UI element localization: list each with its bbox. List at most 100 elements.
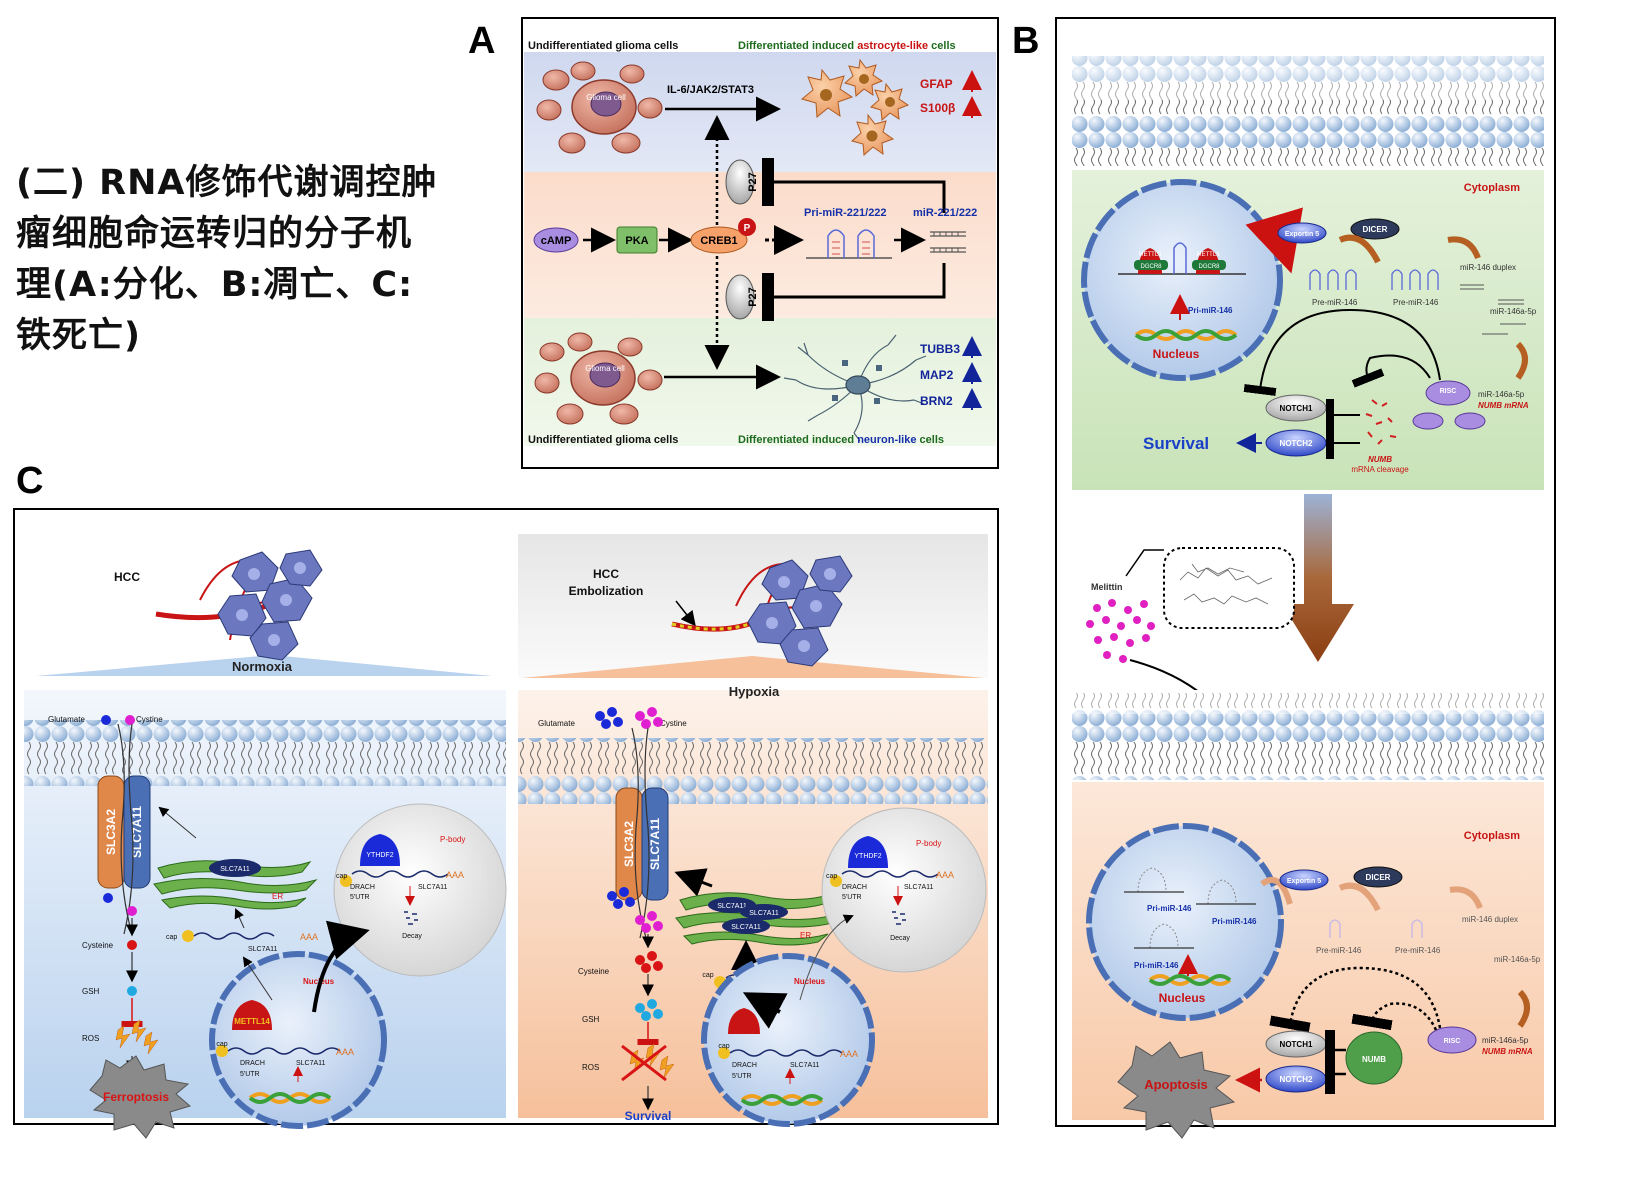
- dgcr8-left: [1134, 260, 1168, 270]
- cytoplasm-label-bottom: Cytoplasm: [1464, 830, 1520, 842]
- panel-a-letter: A: [468, 20, 496, 62]
- p27-bottom-oval: [725, 274, 755, 320]
- pka-node: [616, 226, 658, 254]
- pri-mir-hairpin-top: [1173, 242, 1187, 274]
- pka-label: PKA: [625, 235, 648, 247]
- aaa-pbody-right: AAA: [936, 870, 954, 880]
- mrna-pbody-right: [841, 870, 939, 878]
- survival-label-b: Survival: [1143, 434, 1209, 453]
- cap-label-nuc-left: cap: [216, 1041, 227, 1048]
- numb-cleavage-label-2: mRNA cleavage: [1351, 465, 1409, 474]
- slc3a2-label-right: SLC3A2: [622, 821, 636, 867]
- mature-mir-graphic: [930, 231, 966, 253]
- p-body-label-left: P-body: [440, 835, 465, 844]
- hypoxia-top-bg: [518, 534, 988, 678]
- cap-label-pbody-right: cap: [826, 873, 837, 880]
- cysteine-label-left: Cysteine: [82, 941, 114, 950]
- panel-b: Cytoplasm DGCR8 METTL3 DGCR8 METTL3 Pri-…: [1055, 17, 1556, 1139]
- slc7a11-mrna-label-cyto-left: SLC7A11: [248, 946, 278, 953]
- drach-label-nuc-left: DRACH: [240, 1060, 265, 1067]
- dgcr8-left-label: DGCR8: [1140, 264, 1162, 270]
- map2-label: MAP2: [920, 368, 954, 382]
- camp-label: cAMP: [541, 235, 572, 247]
- ythdf2-left: [360, 834, 400, 866]
- numb-mrna-label-bottom: NUMB mRNA: [1482, 1047, 1533, 1056]
- bottom-undiff-label: Undifferentiated glioma cells: [528, 434, 678, 446]
- risc-oval-top: [1425, 380, 1471, 406]
- pri-mir-label-bottom-2: Pri-miR-146: [1212, 917, 1257, 926]
- risc-load-arrow-top: [1515, 341, 1528, 380]
- slc7a11-mrna-label-pbody-right: SLC7A11: [904, 884, 934, 891]
- mrna-cyto-left: [193, 932, 275, 940]
- heading-line-2: 瘤细胞命运转归的分子机: [16, 214, 413, 254]
- embolization-pointer: [675, 600, 696, 627]
- glutamate-dots-out-right: [595, 707, 623, 729]
- tubb3-label: TUBB3: [920, 342, 960, 356]
- slc7a11-mrna-label-nuc-right: SLC7A11: [790, 1062, 820, 1069]
- dna-helix-c-left-b: [248, 1092, 332, 1104]
- slc7a11-er-label-left: SLC7A11: [220, 866, 250, 873]
- pre-mir-label-bottom-1: Pre-miR-146: [1316, 946, 1362, 955]
- aaa-nuc-right: AAA: [840, 1049, 858, 1059]
- decay-fragments-left: [404, 911, 418, 925]
- panel-b-top-membrane-outer: [1072, 56, 1544, 100]
- p27-top-label: P27: [747, 172, 759, 192]
- nucleus-bottom: [1086, 823, 1284, 1021]
- il6-pathway-label: IL-6/JAK2/STAT3: [667, 84, 754, 96]
- p27-top-oval: [725, 159, 755, 205]
- transport-path-right-a: [631, 727, 647, 939]
- risc-load-arrow-bottom: [1517, 989, 1530, 1028]
- pre-mir-label-bottom-2: Pre-miR-146: [1395, 946, 1441, 955]
- panel-b-letter: B: [1012, 20, 1040, 62]
- pri-mir-label: Pri-miR-221/222: [804, 207, 887, 219]
- panel-a: Undifferentiated glioma cells Differenti…: [521, 17, 999, 469]
- nucleus-c-right: [701, 953, 875, 1127]
- glioma-cell-cluster-top: Glioma cell: [536, 61, 663, 154]
- utr-label-pbody-left: 5'UTR: [350, 894, 370, 901]
- gfap-label: GFAP: [920, 77, 953, 91]
- nucleus-top: [1081, 179, 1283, 381]
- gsh-dot-left: [127, 986, 137, 996]
- phospho-label: P: [744, 223, 751, 234]
- decay-fragments-right: [892, 911, 906, 925]
- duplex-label-bottom: miR-146 duplex: [1462, 915, 1518, 924]
- nucleus-c-left: [209, 951, 387, 1129]
- er-to-membrane-arrow-right: [674, 868, 713, 897]
- risc-inhibit-numb-arc: [1351, 354, 1431, 388]
- neuron-graphic: [783, 334, 927, 442]
- drach-label-nuc-right: DRACH: [732, 1062, 757, 1069]
- hcc-emb-label-2: Embolization: [569, 584, 644, 598]
- notch2-label-bottom: NOTCH2: [1280, 1075, 1313, 1084]
- p27-bottom-label: P27: [747, 287, 759, 307]
- dna-helix-c-right-b: [740, 1094, 824, 1106]
- er-to-membrane-arrow-left: [158, 806, 197, 839]
- glutamate-dots-in-right: [607, 887, 635, 909]
- mettl3-left-label: METTL3: [1138, 252, 1162, 258]
- numb-protein: [1345, 1031, 1403, 1085]
- mir-inhibit-p27-top: [762, 158, 946, 213]
- ythdf2-label-left: YTHDF2: [366, 852, 393, 859]
- cystine-dot-in-left: [127, 906, 137, 916]
- cystine-dot-out-left: [125, 715, 135, 725]
- slc7a11-mrna-label-nuc-left: SLC7A11: [296, 1060, 326, 1067]
- duplex-graphic-top: [1460, 284, 1524, 305]
- s100b-label: S100β: [920, 101, 955, 115]
- mir5p-label-top-1: miR-146a-5p: [1490, 307, 1537, 316]
- cysteine-dots-right: [635, 951, 663, 973]
- dna-helix-top-b: [1134, 329, 1238, 341]
- mir5p-label-bottom-1: miR-146a-5p: [1494, 955, 1541, 964]
- ythdf2-right: [848, 836, 888, 868]
- er-label-right: ER: [800, 931, 811, 940]
- dicer-arrow-top: [1338, 234, 1381, 264]
- astrocyte-cluster: [800, 58, 910, 157]
- panel-b-bottom-membrane-outer: [1072, 693, 1544, 719]
- mettl14-label-left: METTL14: [234, 1017, 270, 1026]
- hcc-tumor-hypoxia: [671, 555, 853, 667]
- page-heading: (二) RNA修饰代谢调控肿 瘤细胞命运转归的分子机 理(A:分化、B:凋亡、C…: [16, 158, 516, 362]
- exportin-label-top: Exportin 5: [1285, 231, 1319, 238]
- cap-label-cyto-right: cap: [702, 972, 713, 979]
- panel-b-top-membrane: [1072, 100, 1544, 166]
- cysteine-dot-left: [127, 940, 137, 950]
- mettl3-right-label: METTL3: [1196, 252, 1220, 258]
